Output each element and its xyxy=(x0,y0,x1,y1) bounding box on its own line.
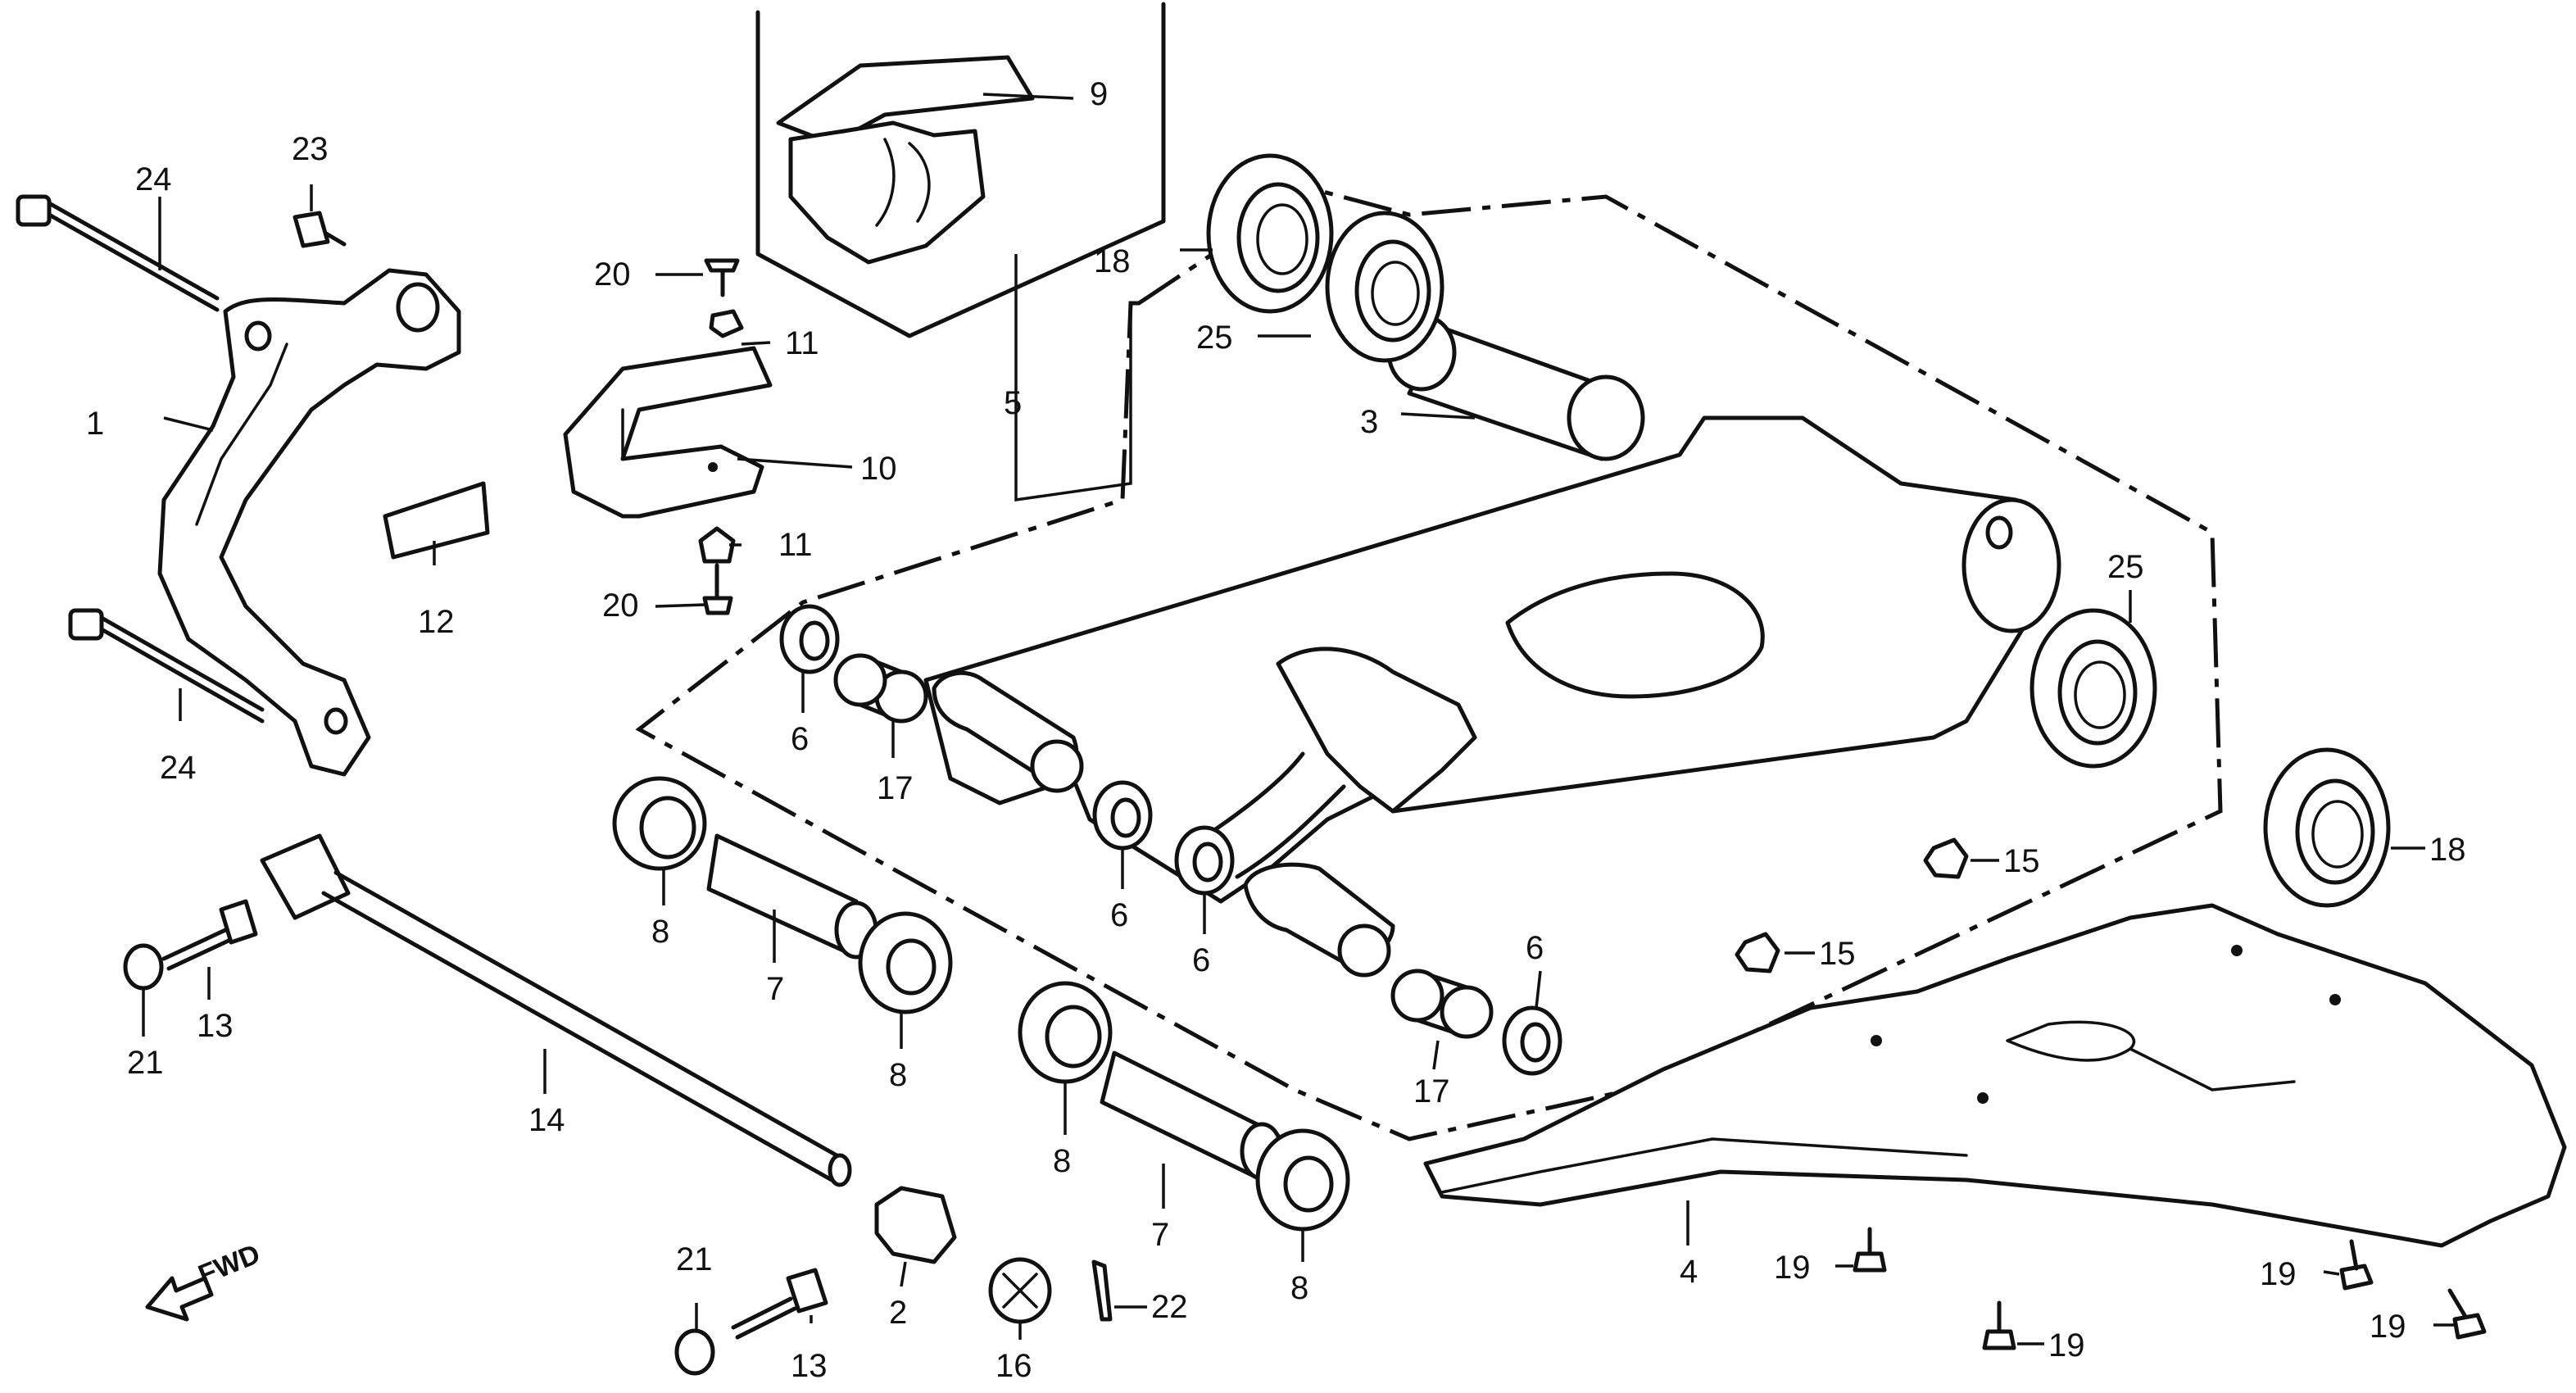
long-bolt-upper xyxy=(16,194,220,312)
inset-box xyxy=(755,2,1166,338)
callout-3: 3 xyxy=(1360,404,1378,440)
callout-25-lower: 25 xyxy=(2107,549,2144,585)
cotter-pin xyxy=(1091,1259,1113,1322)
bolt-19d xyxy=(2447,1288,2487,1340)
callout-15a: 15 xyxy=(2003,843,2040,879)
clip-nut-lower xyxy=(698,526,736,564)
cap-21b xyxy=(674,1328,715,1376)
callout-6c: 6 xyxy=(1192,942,1210,978)
callout-4: 4 xyxy=(1680,1254,1698,1290)
spacer-block xyxy=(874,1186,957,1264)
bolt-13a xyxy=(161,899,258,971)
callout-1: 1 xyxy=(86,406,104,442)
cap-21a xyxy=(123,943,164,991)
bolt-19b xyxy=(1982,1300,2016,1350)
sleeve-7b xyxy=(1100,1050,1284,1181)
callout-22: 22 xyxy=(1151,1289,1188,1325)
callout-24-lower: 24 xyxy=(160,750,197,786)
clip-nut-upper xyxy=(709,309,744,338)
long-bolt-lower xyxy=(68,608,265,724)
bolt-19c xyxy=(2339,1239,2374,1291)
callout-14: 14 xyxy=(528,1102,565,1138)
callout-21a: 21 xyxy=(127,1045,164,1081)
callout-23: 23 xyxy=(292,131,329,167)
needle-bearing-17a xyxy=(833,653,928,724)
needle-bearing-17b xyxy=(1390,969,1494,1039)
callout-labels: 9 18 25 3 5 11 10 11 20 20 12 1 24 23 24… xyxy=(86,76,2466,1384)
callout-11-lower: 11 xyxy=(778,527,813,563)
dust-seal-8a xyxy=(612,776,707,871)
label-plate xyxy=(383,481,490,560)
callout-20-lower: 20 xyxy=(602,588,639,624)
callout-7a: 7 xyxy=(766,971,784,1007)
sleeve-7a xyxy=(706,833,878,960)
callout-10: 10 xyxy=(860,451,897,487)
callout-18-lower: 18 xyxy=(2429,832,2466,868)
washer-6b xyxy=(1092,780,1153,851)
forward-label: FWD xyxy=(194,1238,265,1291)
small-cap xyxy=(293,211,347,248)
skid-plate xyxy=(1423,903,2567,1248)
callout-16: 16 xyxy=(995,1348,1032,1384)
leader-lines xyxy=(142,93,2454,1345)
swingarm-assembly-outline xyxy=(635,186,2223,1141)
bearing-lower-inner xyxy=(2030,608,2157,769)
callout-2: 2 xyxy=(889,1295,907,1331)
callout-19a: 19 xyxy=(1774,1250,1811,1286)
forward-direction-indicator: FWD xyxy=(145,1238,265,1322)
bearing-lower-outer xyxy=(2263,747,2391,908)
callout-6d: 6 xyxy=(1526,930,1544,966)
bearing-upper-inner xyxy=(1325,211,1444,363)
bolt-19a xyxy=(1853,1227,1887,1273)
callout-20-upper: 20 xyxy=(594,256,631,293)
callout-5: 5 xyxy=(1004,385,1022,421)
pivot-bracket xyxy=(157,268,461,777)
callout-19b: 19 xyxy=(2048,1327,2085,1364)
callout-13b: 13 xyxy=(791,1348,828,1384)
callout-6b: 6 xyxy=(1110,897,1128,933)
chain-guard xyxy=(563,346,773,519)
callout-15b: 15 xyxy=(1819,936,1856,972)
callout-8d: 8 xyxy=(1290,1270,1308,1306)
callout-17a: 17 xyxy=(877,770,914,806)
bolt-13b xyxy=(731,1268,828,1340)
callout-8a: 8 xyxy=(651,914,669,950)
washer-6c xyxy=(1174,825,1235,896)
nut-15b xyxy=(1735,932,1780,973)
dust-seal-8b xyxy=(858,911,953,1014)
screw-lower xyxy=(702,563,733,615)
callout-25-upper: 25 xyxy=(1196,320,1233,356)
bearing-upper-outer xyxy=(1206,153,1334,314)
callout-18-upper: 18 xyxy=(1094,243,1131,279)
dust-seal-8c xyxy=(1018,981,1113,1084)
dust-seal-8d xyxy=(1255,1128,1350,1232)
callout-8c: 8 xyxy=(1053,1143,1071,1179)
callout-9: 9 xyxy=(1090,76,1108,112)
castle-nut xyxy=(988,1257,1052,1324)
washer-6d xyxy=(1502,1005,1562,1076)
pivot-shaft xyxy=(260,833,852,1187)
callout-24-upper: 24 xyxy=(135,161,172,197)
callout-21b: 21 xyxy=(676,1241,713,1277)
callout-12: 12 xyxy=(418,604,455,640)
forward-arrow-icon xyxy=(145,1276,214,1322)
swing-arm xyxy=(923,415,2061,978)
callout-19c: 19 xyxy=(2260,1256,2297,1292)
screw-upper xyxy=(704,258,740,297)
washer-6a xyxy=(779,604,840,674)
callout-19d: 19 xyxy=(2370,1309,2406,1345)
callout-6a: 6 xyxy=(791,721,809,757)
callout-8b: 8 xyxy=(889,1057,907,1093)
callout-11-upper: 11 xyxy=(785,325,819,361)
callout-17b: 17 xyxy=(1413,1073,1450,1109)
nut-15a xyxy=(1923,837,1969,879)
callout-7b: 7 xyxy=(1151,1217,1169,1253)
callout-13a: 13 xyxy=(197,1008,234,1044)
